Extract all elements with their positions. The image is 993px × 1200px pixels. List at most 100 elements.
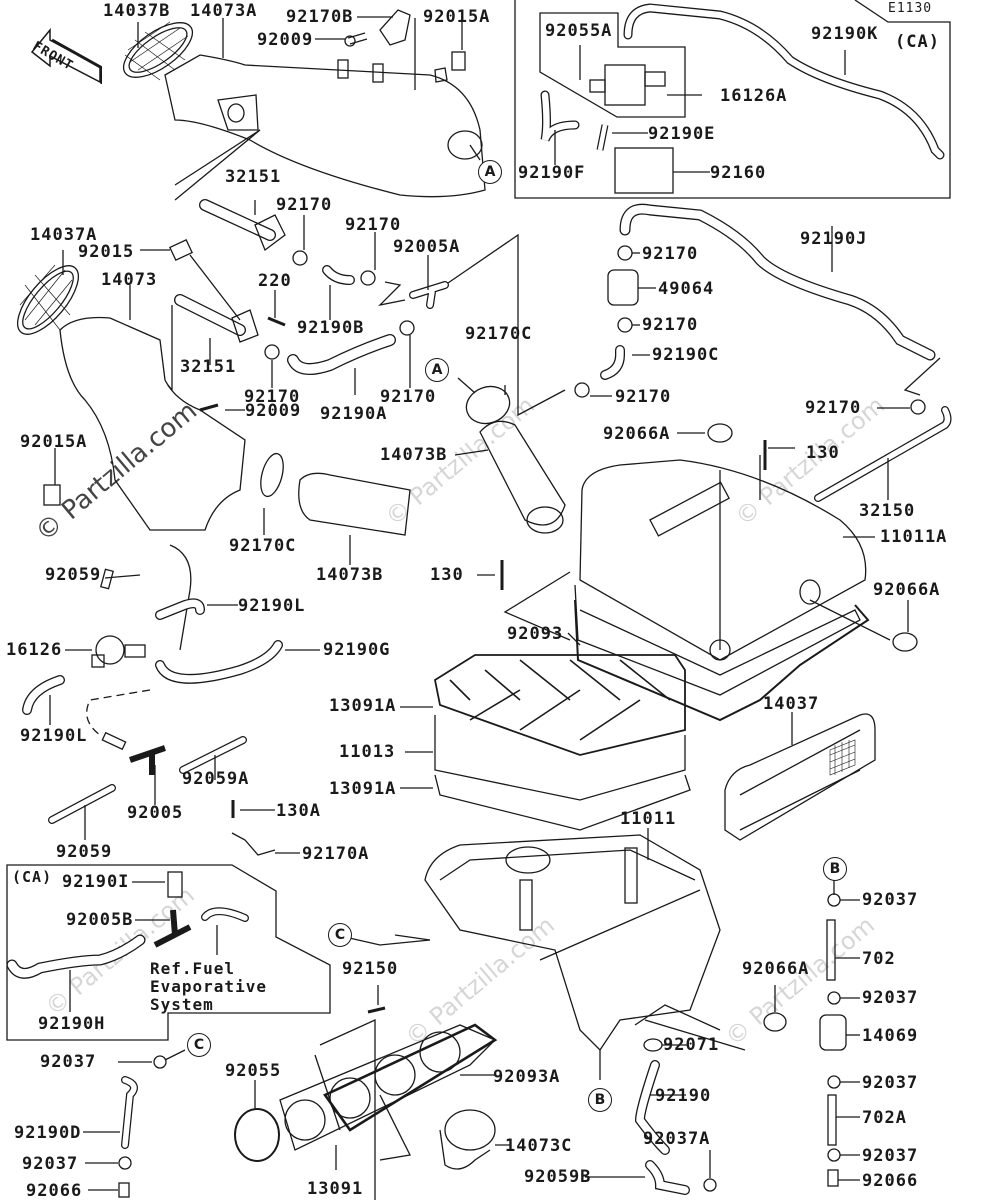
- grille-14037B: [122, 21, 194, 81]
- part-label[interactable]: 92170: [276, 195, 333, 215]
- part-label[interactable]: 32150: [859, 501, 916, 521]
- tee-92005: [129, 745, 166, 775]
- part-label[interactable]: 92037: [862, 890, 919, 910]
- part-label[interactable]: 92071: [663, 1035, 720, 1055]
- part-label[interactable]: 92066A: [873, 580, 941, 600]
- part-label[interactable]: 13091: [307, 1179, 364, 1199]
- part-label[interactable]: 92015A: [423, 7, 491, 27]
- part-label[interactable]: 92037A: [643, 1129, 711, 1149]
- intake-duct-14073A: [164, 54, 486, 198]
- part-label[interactable]: 92190G: [323, 640, 391, 660]
- part-label[interactable]: 92170: [805, 398, 862, 418]
- part-label[interactable]: 92190L: [20, 726, 88, 746]
- part-label[interactable]: 130: [806, 443, 840, 463]
- part-label[interactable]: 92170: [345, 215, 402, 235]
- part-label[interactable]: 14037: [763, 694, 820, 714]
- part-label[interactable]: 14069: [862, 1026, 919, 1046]
- part-label[interactable]: 92055: [225, 1061, 282, 1081]
- part-label[interactable]: 92170: [615, 387, 672, 407]
- part-label[interactable]: 92037: [862, 1073, 919, 1093]
- part-label[interactable]: 92059: [45, 565, 102, 585]
- part-label[interactable]: 92190A: [320, 404, 388, 424]
- part-label[interactable]: 92055A: [545, 21, 613, 41]
- ca-box-bottom-outline: [6, 864, 331, 1041]
- part-label[interactable]: 16126A: [720, 86, 788, 106]
- part-label[interactable]: 92005: [127, 803, 184, 823]
- part-label[interactable]: 92170: [244, 387, 301, 407]
- part-label[interactable]: 92066: [26, 1181, 83, 1200]
- snorkel-14037: [724, 712, 876, 841]
- part-label[interactable]: 92170: [380, 387, 437, 407]
- part-label[interactable]: 92093: [507, 624, 564, 644]
- part-label[interactable]: 130A: [276, 801, 321, 821]
- part-label[interactable]: 92190E: [648, 124, 716, 144]
- ref-circle-b: B: [588, 1088, 612, 1112]
- part-label[interactable]: 92190C: [652, 345, 720, 365]
- part-label[interactable]: 92170: [642, 244, 699, 264]
- part-label[interactable]: 11011: [620, 809, 677, 829]
- part-label[interactable]: 92037: [862, 988, 919, 1008]
- part-label[interactable]: 92190: [655, 1086, 712, 1106]
- ref-circle-c: C: [187, 1033, 211, 1057]
- clip-92015A: [451, 51, 466, 71]
- part-label[interactable]: 92190F: [518, 163, 586, 183]
- part-label[interactable]: 13091A: [329, 779, 397, 799]
- part-label[interactable]: 92015: [78, 242, 135, 262]
- part-label[interactable]: 92009: [245, 401, 302, 421]
- part-label[interactable]: 702: [862, 949, 896, 969]
- oring-92055: [234, 1108, 280, 1162]
- part-label[interactable]: 14037B: [103, 1, 171, 21]
- part-label[interactable]: 92170C: [465, 324, 533, 344]
- part-label[interactable]: 92066A: [742, 959, 810, 979]
- part-label[interactable]: 92037: [862, 1146, 919, 1166]
- part-label[interactable]: 130: [430, 565, 464, 585]
- part-label[interactable]: 92059: [56, 842, 113, 862]
- part-label[interactable]: 92066A: [603, 424, 671, 444]
- part-label[interactable]: 92009: [257, 30, 314, 50]
- part-label[interactable]: 92093A: [493, 1067, 561, 1087]
- part-label[interactable]: 92190L: [238, 596, 306, 616]
- part-label[interactable]: 92190B: [297, 318, 365, 338]
- part-label[interactable]: 14073C: [505, 1136, 573, 1156]
- intake-duct-14073: [59, 285, 246, 531]
- part-label[interactable]: 32151: [225, 167, 282, 187]
- part-label[interactable]: 92170A: [302, 844, 370, 864]
- part-label[interactable]: 92005A: [393, 237, 461, 257]
- part-label[interactable]: 92059A: [182, 769, 250, 789]
- part-label[interactable]: 92066: [862, 1171, 919, 1191]
- part-label[interactable]: 92190K: [811, 24, 879, 44]
- part-label[interactable]: 92190J: [800, 229, 868, 249]
- valve-box-outline: [539, 12, 686, 118]
- part-label[interactable]: 16126: [6, 640, 63, 660]
- part-label[interactable]: 92190H: [38, 1014, 106, 1034]
- part-label[interactable]: 92170C: [229, 536, 297, 556]
- part-label[interactable]: 92005B: [66, 910, 134, 930]
- part-label[interactable]: 92160: [710, 163, 767, 183]
- part-label[interactable]: 11011A: [880, 527, 948, 547]
- part-label[interactable]: 220: [258, 271, 292, 291]
- part-label[interactable]: 14073A: [190, 1, 258, 21]
- filter-14069: [819, 1014, 847, 1051]
- tee-92005B: [153, 909, 192, 948]
- part-label[interactable]: 92190D: [14, 1123, 82, 1143]
- part-label[interactable]: 92015A: [20, 432, 88, 452]
- front-arrow-icon: [30, 27, 102, 84]
- part-label[interactable]: 32151: [180, 357, 237, 377]
- part-label[interactable]: 14073: [101, 270, 158, 290]
- part-label[interactable]: 13091A: [329, 696, 397, 716]
- part-label[interactable]: 702A: [862, 1108, 907, 1128]
- part-label[interactable]: 14037A: [30, 225, 98, 245]
- part-label[interactable]: 92037: [22, 1154, 79, 1174]
- part-label[interactable]: 11013: [339, 742, 396, 762]
- part-label[interactable]: 92150: [342, 959, 399, 979]
- part-label[interactable]: 14073B: [316, 565, 384, 585]
- part-label[interactable]: 92170: [642, 315, 699, 335]
- part-label[interactable]: 14073B: [380, 445, 448, 465]
- part-label[interactable]: 92059B: [524, 1167, 592, 1187]
- part-label[interactable]: 92037: [40, 1052, 97, 1072]
- part-label[interactable]: 49064: [658, 279, 715, 299]
- part-label[interactable]: 92170B: [286, 7, 354, 27]
- part-label[interactable]: 92190I: [62, 872, 130, 892]
- ca-label-bottom: (CA): [12, 868, 53, 886]
